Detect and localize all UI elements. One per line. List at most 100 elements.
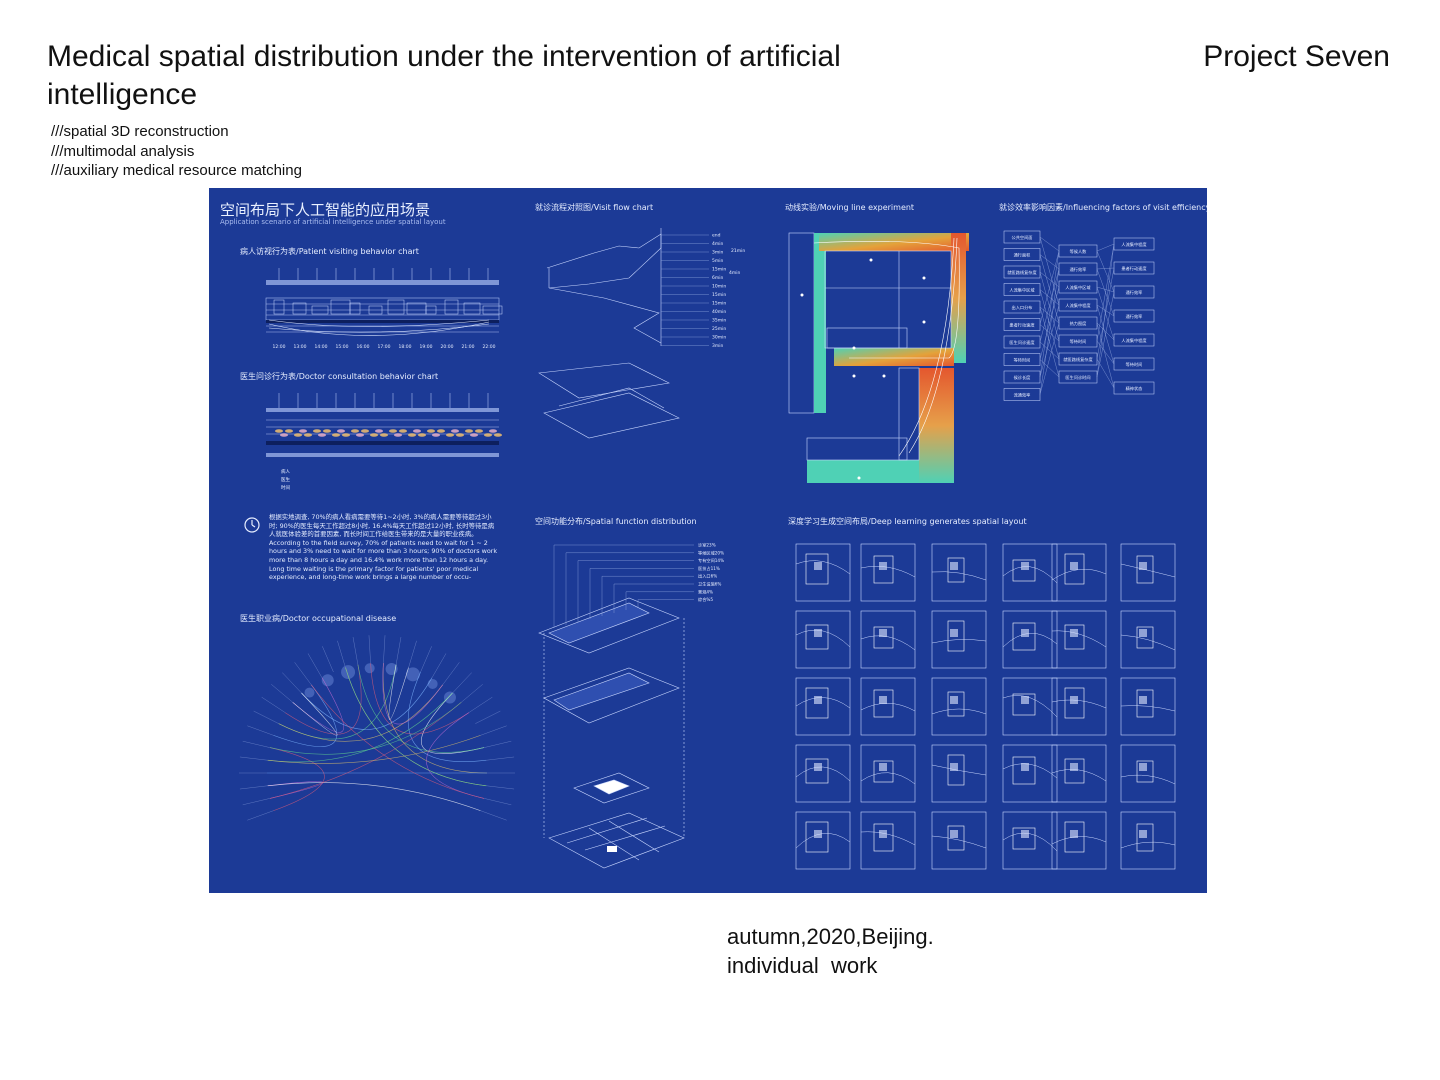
- layout-core: [950, 830, 958, 838]
- flow-label: 15min: [712, 292, 726, 298]
- factor-label-mid: 就医路线复杂度: [1063, 356, 1093, 363]
- layout-building: [1012, 693, 1036, 716]
- layout-core: [1070, 562, 1078, 570]
- factor-label-right: 等待时间: [1126, 361, 1143, 368]
- doctor-dot: [432, 433, 440, 437]
- factor-link: [1039, 304, 1060, 378]
- function-leader: [601, 576, 694, 616]
- layout-building: [805, 687, 829, 719]
- factor-link: [1039, 250, 1060, 378]
- doctor-dot: [323, 429, 331, 433]
- patient-bar: [444, 299, 459, 315]
- layout-core: [1021, 562, 1029, 570]
- factor-label-left: 人流集中区域: [1009, 287, 1035, 294]
- flow-label: 4min: [712, 241, 723, 247]
- patient-bar: [406, 302, 427, 315]
- radial-spoke: [322, 646, 334, 673]
- factor-link: [1039, 306, 1060, 378]
- layout-road: [1051, 836, 1107, 845]
- flow-side-label: 4min: [729, 270, 740, 276]
- layout-road: [1002, 832, 1058, 852]
- layout-core: [1139, 562, 1147, 570]
- factor-link: [1039, 268, 1060, 343]
- doctor-dot: [437, 429, 445, 433]
- layout-tile: [1002, 610, 1058, 669]
- layout-tile: [795, 610, 851, 669]
- layout-building: [1136, 760, 1154, 783]
- layout-road: [860, 566, 916, 578]
- visit-flow-chart: [538, 228, 680, 439]
- layout-road: [1120, 563, 1176, 578]
- patient-bar: [330, 299, 351, 315]
- layout-core: [950, 562, 958, 570]
- factor-link: [1039, 250, 1060, 325]
- layout-building: [1136, 555, 1154, 584]
- factor-label-left: 等待时间: [1014, 357, 1031, 364]
- layout-core: [814, 830, 822, 838]
- patient-bar: [292, 302, 307, 315]
- layout-building: [947, 557, 965, 583]
- layout-core: [1070, 629, 1078, 637]
- layout-core: [879, 763, 887, 771]
- influencing-title: 就诊效率影响因素/Influencing factors of visit ef…: [999, 203, 1207, 212]
- patient-bar: [311, 305, 329, 315]
- layout-tile: [931, 744, 987, 803]
- layout-road: [1002, 763, 1058, 779]
- layout-frame: [795, 610, 851, 669]
- layout-frame: [1051, 811, 1107, 870]
- factor-label-right: 通行效率: [1126, 289, 1143, 296]
- layout-road: [860, 831, 916, 846]
- layout-core: [814, 763, 822, 771]
- factor-label-left: 通行面积: [1014, 252, 1031, 259]
- flow-label: 6min: [712, 275, 723, 281]
- factor-link: [1096, 267, 1115, 270]
- layout-road: [1120, 705, 1176, 712]
- layout-frame: [1120, 744, 1176, 803]
- radial-spoke: [247, 810, 274, 821]
- layout-road: [795, 629, 851, 648]
- factor-link: [1039, 254, 1060, 324]
- radial-node: [341, 665, 356, 680]
- tag-item: ///spatial 3D reconstruction: [51, 123, 229, 140]
- doctor-dot: [413, 429, 421, 433]
- layout-tile: [1051, 677, 1107, 736]
- layout-tile: [1002, 677, 1058, 736]
- factor-link: [1039, 322, 1060, 395]
- layout-road: [860, 772, 916, 785]
- function-label: 卫生设施6%: [698, 581, 721, 588]
- layout-road: [860, 703, 916, 712]
- radial-link: [311, 684, 485, 799]
- deep-learning-layout-grid: [795, 543, 1176, 870]
- factor-label-left: 候诊长度: [1014, 374, 1032, 381]
- layout-frame: [1002, 744, 1058, 803]
- doctor-dot: [285, 429, 293, 433]
- factor-label-left: 医生问诊速度: [1009, 339, 1035, 346]
- doctor-dot: [275, 429, 283, 433]
- radial-spoke: [307, 653, 323, 678]
- doctor-dot: [356, 433, 364, 437]
- radial-link: [357, 664, 485, 753]
- doctor-dot: [318, 433, 326, 437]
- layout-building: [1064, 687, 1085, 719]
- radial-spoke: [486, 785, 515, 790]
- layout-tile: [1051, 610, 1107, 669]
- layout-tile: [931, 677, 987, 736]
- radial-spoke: [486, 756, 515, 761]
- occupational-title: 医生职业病/Doctor occupational disease: [240, 614, 397, 623]
- function-leader: [565, 552, 694, 625]
- layout-frame: [1002, 811, 1058, 870]
- layout-frame: [795, 543, 851, 602]
- doctor-dot: [427, 429, 435, 433]
- radial-spoke: [242, 798, 271, 806]
- factor-label-mid: 等待时间: [1070, 338, 1087, 345]
- radial-node: [364, 663, 375, 674]
- doctor-dot: [375, 429, 383, 433]
- layout-road: [1051, 769, 1107, 782]
- function-label: 专有空间14%: [698, 557, 724, 564]
- flow-side-label: 21min: [731, 248, 745, 254]
- factor-label-mid: 等候人数: [1070, 248, 1088, 255]
- function-label: 医技占11%: [698, 565, 720, 572]
- project-label: Project Seven: [1203, 40, 1390, 73]
